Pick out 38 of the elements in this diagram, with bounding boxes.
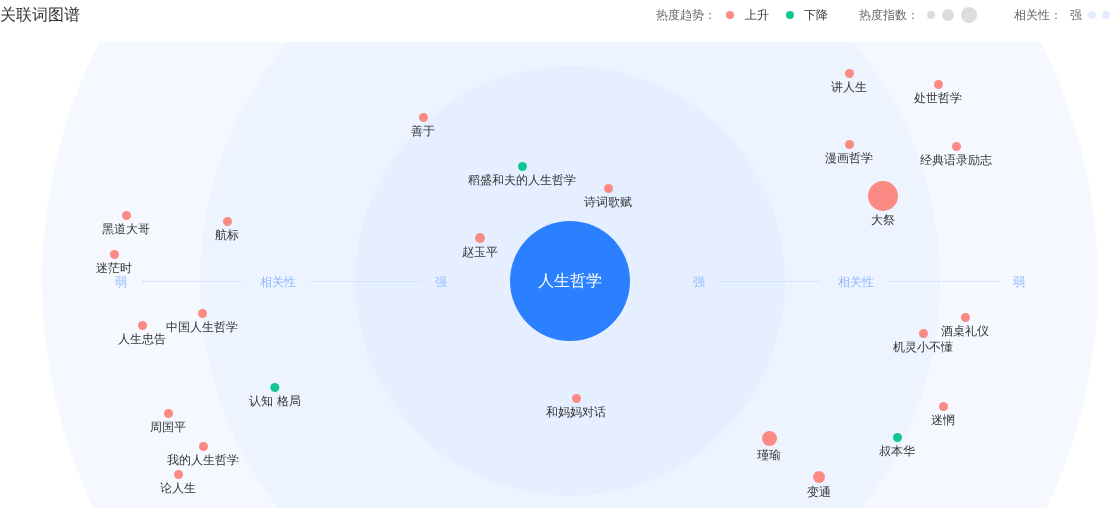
axis-label: 弱	[1013, 276, 1025, 288]
keyword-label: 善于	[411, 123, 435, 138]
axis-label: 强	[693, 276, 705, 288]
keyword-label: 中国人生哲学	[166, 319, 238, 334]
keyword-label: 迷惘	[931, 412, 955, 427]
keyword-label: 黑道大哥	[102, 221, 150, 236]
keyword-label: 稻盛和夫的人生哲学	[468, 172, 576, 187]
chart-title: 关联词图谱	[0, 5, 80, 25]
keyword-label: 迷茫时	[96, 260, 132, 275]
keyword-label: 周国平	[150, 419, 186, 434]
keyword-label: 和妈妈对话	[546, 404, 606, 419]
axis-label: 相关性	[838, 276, 874, 288]
keyword-label: 瑾瑜	[757, 447, 781, 462]
axis-label: 弱	[115, 276, 127, 288]
keyword-label: 论人生	[160, 480, 196, 495]
keyword-label: 人生忠告	[118, 331, 166, 346]
keyword-label: 叔本华	[879, 443, 915, 458]
legend-text: 上升	[745, 8, 769, 22]
keyword-label: 认知 格局	[249, 393, 301, 408]
keyword-label: 我的人生哲学	[167, 452, 239, 467]
axis-label: 相关性	[260, 276, 296, 288]
legend-heading: 热度指数：	[859, 8, 919, 22]
keyword-label: 经典语录励志	[920, 152, 992, 167]
keyword-label: 变通	[807, 485, 831, 499]
keyword-label: 讲人生	[831, 79, 867, 94]
keyword-label: 漫画哲学	[825, 150, 873, 165]
legend-text: 下降	[804, 8, 828, 22]
legend-heading: 强	[1070, 8, 1082, 22]
legend-heading: 相关性：	[1014, 8, 1062, 22]
axis-label: 强	[435, 276, 447, 288]
keyword-label: 诗词歌赋	[584, 194, 632, 209]
keyword-label: 赵玉平	[462, 245, 498, 259]
keyword-label: 航标	[215, 227, 239, 242]
keyword-label: 机灵小不懂	[893, 339, 953, 354]
keyword-label: 酒桌礼仪	[941, 323, 989, 338]
keyword-label: 大祭	[871, 213, 895, 227]
keyword-label: 处世哲学	[914, 90, 962, 105]
legend-heading: 热度趋势：	[656, 8, 716, 22]
